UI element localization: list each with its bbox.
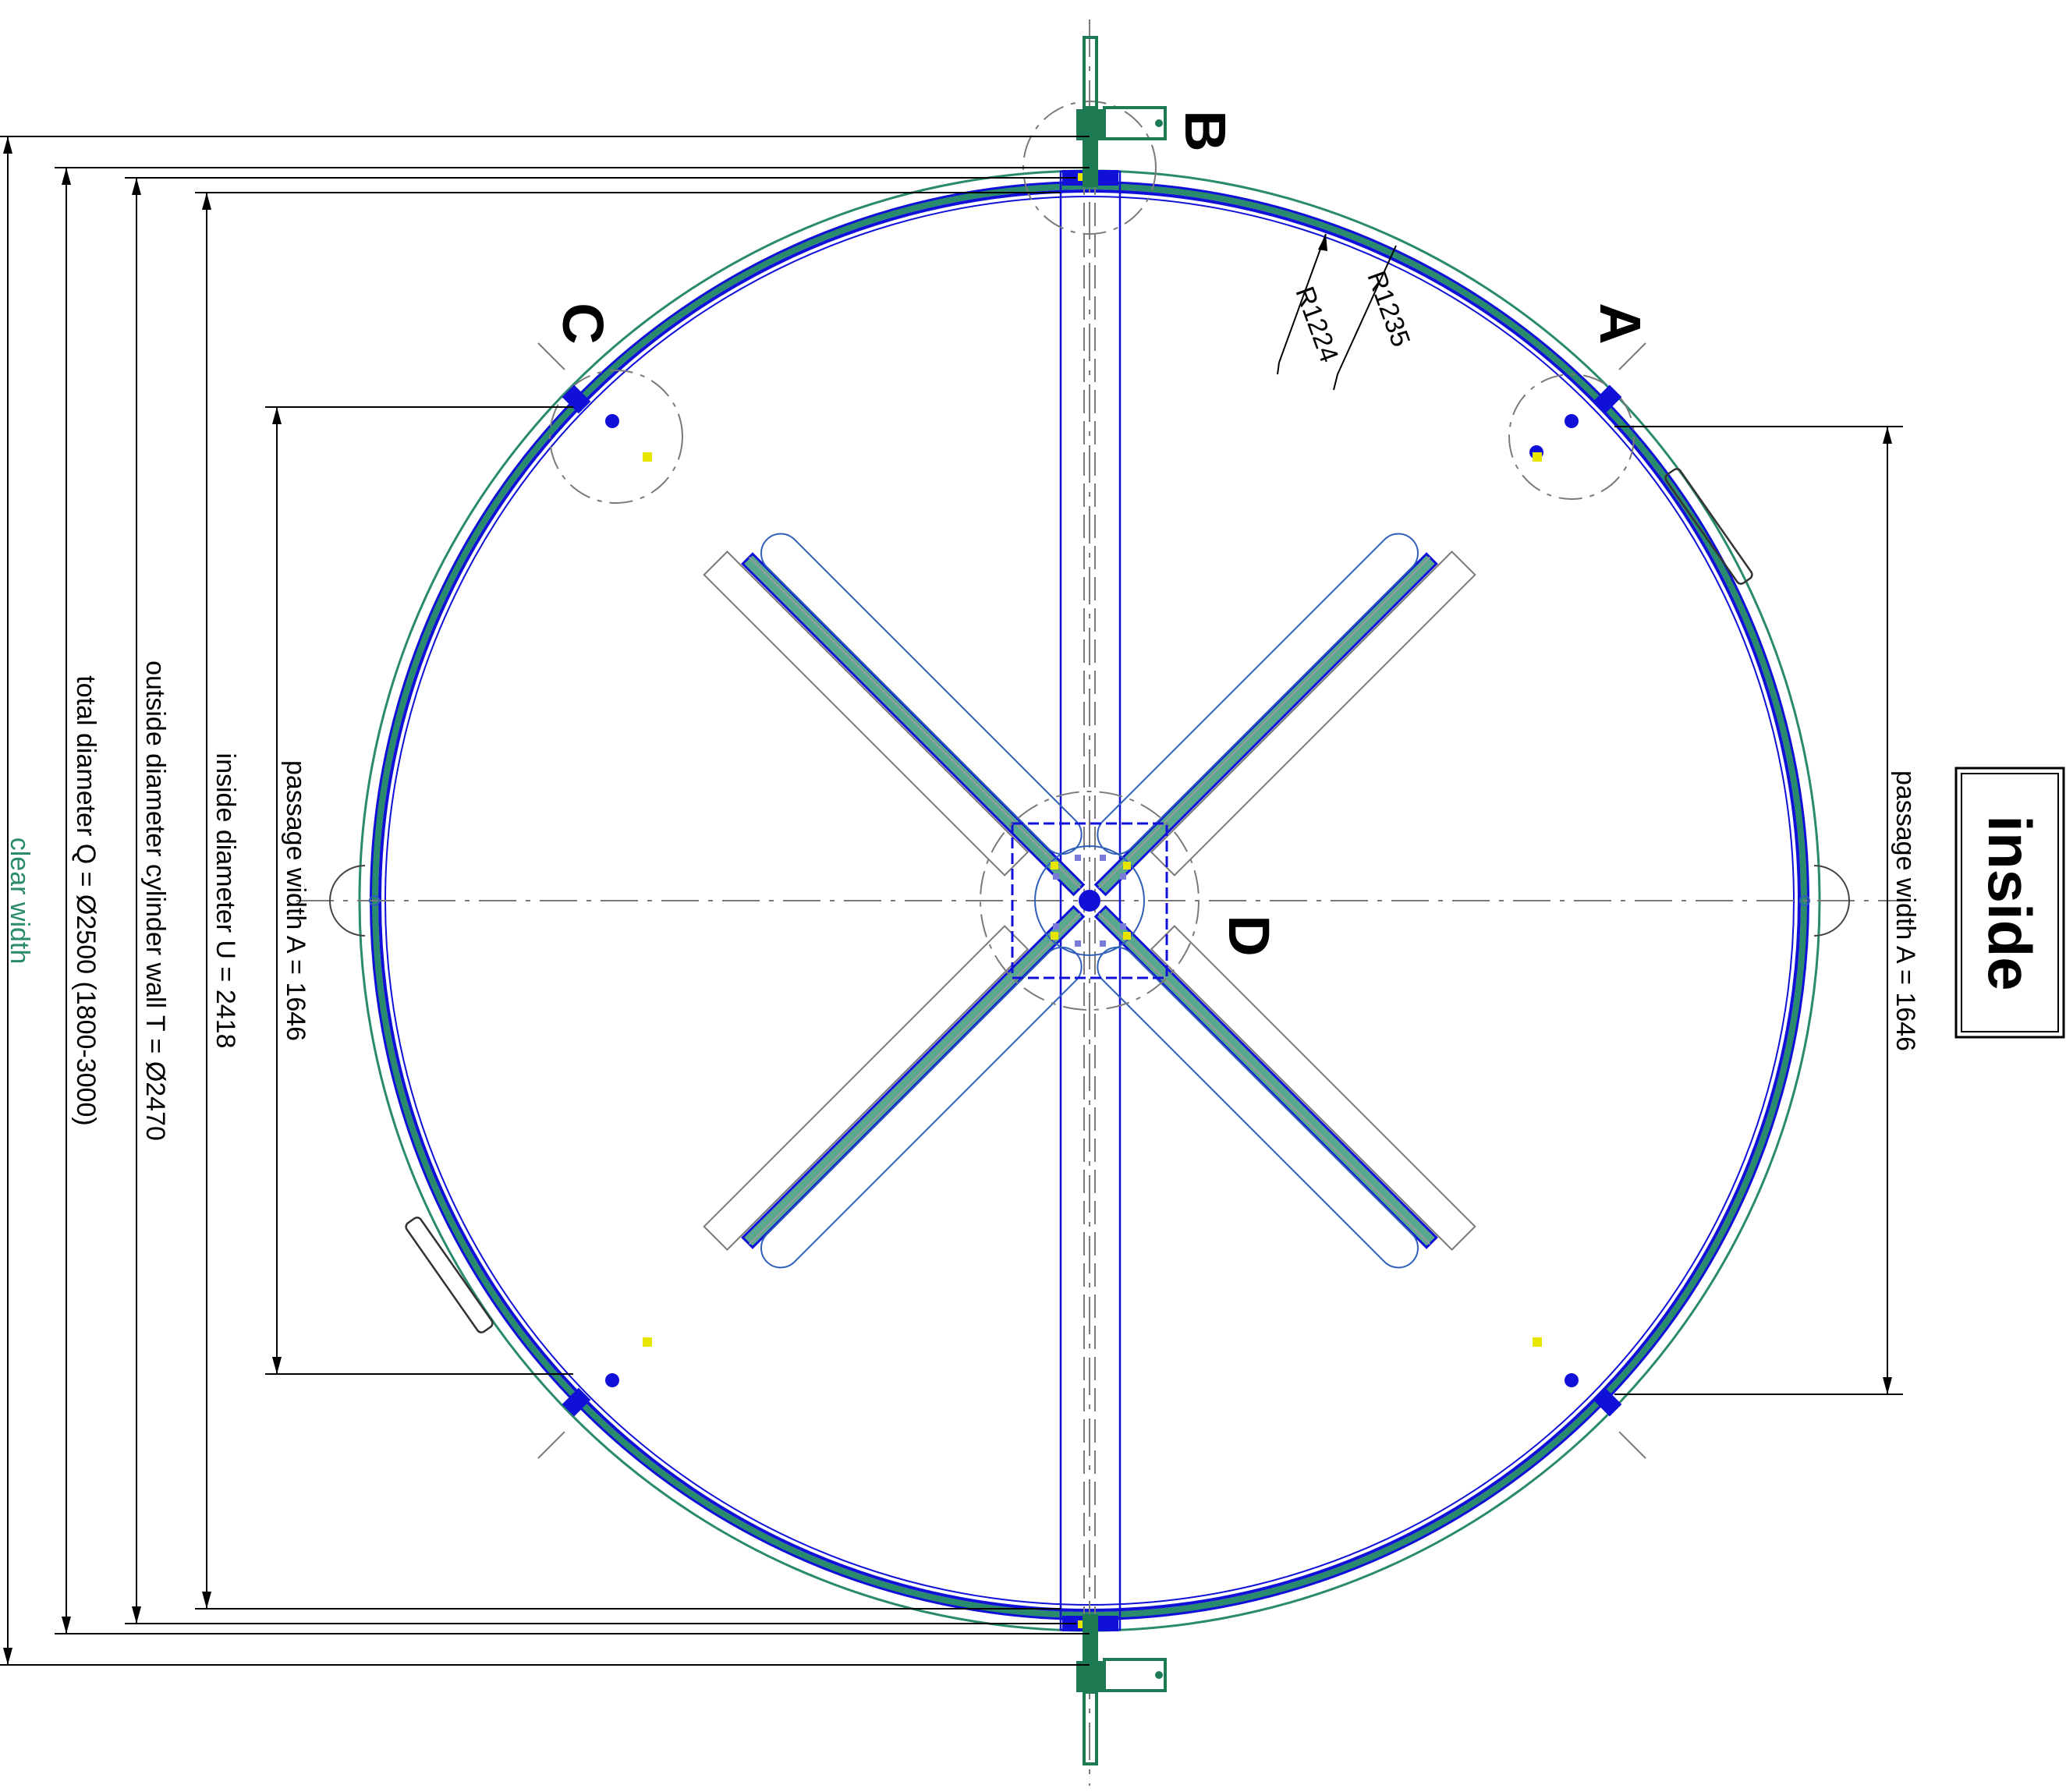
bottom-post-bracket bbox=[1103, 1658, 1167, 1692]
detail-label-a: A bbox=[1588, 303, 1653, 344]
inside-box-outer bbox=[1954, 767, 2065, 1039]
joint-top-yellow bbox=[1078, 173, 1086, 181]
door-wings bbox=[703, 533, 1476, 1269]
wing-se-sweep-outline bbox=[1097, 946, 1419, 1269]
inside-label: inside bbox=[1976, 815, 2044, 990]
wing-nw-glass bbox=[741, 552, 1086, 897]
bottom-post-upper bbox=[1083, 1614, 1098, 1661]
right-center-point bbox=[1799, 895, 1810, 906]
dimension-arrows bbox=[3, 136, 1892, 1665]
detail-circle-c bbox=[549, 370, 683, 504]
radius-r1235-label: R1235 bbox=[1361, 267, 1416, 351]
wing-sw-sweep-outline bbox=[760, 946, 1083, 1269]
left-center-point bbox=[369, 895, 380, 906]
wing-nw bbox=[703, 533, 1086, 897]
top-post-shaft bbox=[1083, 36, 1098, 109]
clear-width-label: clear width bbox=[5, 838, 34, 965]
bottom-post-shaft bbox=[1083, 1691, 1098, 1765]
top-post-lower bbox=[1083, 140, 1098, 187]
detail-label-b: B bbox=[1173, 110, 1238, 151]
joint-bl bbox=[562, 1387, 591, 1417]
wall-handles bbox=[405, 468, 1753, 1333]
r1224-tail bbox=[1277, 362, 1280, 375]
detail-label-c: C bbox=[551, 303, 615, 344]
wing-nw-grey-line bbox=[749, 556, 1081, 889]
handle-upper-right bbox=[1664, 468, 1753, 585]
center-hub bbox=[980, 791, 1200, 1011]
hub-yellow-marks bbox=[1051, 862, 1131, 940]
radius-leaders bbox=[1277, 233, 1397, 391]
hub-circle-inner bbox=[1034, 845, 1145, 956]
wing-se-grey-line bbox=[1098, 912, 1430, 1245]
right-bump bbox=[1813, 865, 1850, 937]
wing-ne-glass bbox=[1093, 552, 1438, 897]
bottom-post-pin bbox=[1155, 1671, 1163, 1679]
top-post-pin bbox=[1155, 119, 1163, 127]
radius-r1224-label: R1224 bbox=[1289, 283, 1344, 367]
passage-width-right-label: passage width A = 1646 bbox=[1891, 770, 1920, 1051]
total-diameter-label: total diameter Q = Ø2500 (1800-3000) bbox=[71, 675, 101, 1125]
wing-se-glass bbox=[1093, 905, 1438, 1249]
hub-circle-outer bbox=[980, 791, 1200, 1011]
wing-sw-glass bbox=[741, 905, 1086, 1249]
top-post-block bbox=[1076, 109, 1104, 140]
wing-ne-grey-line bbox=[1098, 556, 1430, 889]
r1235-tail bbox=[1333, 374, 1338, 391]
detail-label-d: D bbox=[1217, 915, 1281, 956]
top-post-bracket bbox=[1103, 106, 1167, 140]
diagonal-center-line-se bbox=[1614, 1426, 1646, 1459]
r1224-arrow bbox=[1318, 234, 1327, 251]
wing-ne bbox=[1093, 533, 1476, 897]
left-bump bbox=[329, 865, 366, 937]
wing-ne-panel-outline bbox=[1150, 550, 1476, 877]
detail-circle-a bbox=[1508, 374, 1635, 500]
outside-diameter-label: outside diameter cylinder wall T = Ø2470 bbox=[140, 660, 170, 1141]
side-fittings bbox=[329, 865, 1850, 937]
wing-se-panel-outline bbox=[1150, 925, 1476, 1252]
r1224-leader bbox=[1278, 233, 1327, 363]
top-post bbox=[1076, 36, 1167, 187]
wing-yellow-marks bbox=[643, 452, 1542, 1347]
wing-nw-sweep-outline bbox=[760, 533, 1083, 855]
wing-nw-panel-outline bbox=[703, 550, 1029, 877]
hub-circle-core bbox=[1079, 890, 1100, 912]
wing-se bbox=[1093, 905, 1476, 1269]
wing-sw bbox=[703, 905, 1086, 1269]
wing-sw-panel-outline bbox=[703, 925, 1029, 1252]
hub-square bbox=[1011, 822, 1168, 979]
wing-ne-sweep-outline bbox=[1097, 533, 1419, 855]
inside-diameter-label: inside diameter U = 2418 bbox=[211, 753, 240, 1049]
dimension-lines-left bbox=[0, 136, 1903, 1666]
hub-bolts bbox=[1053, 855, 1126, 947]
diagonal-center-line-sw bbox=[537, 1426, 570, 1459]
handle-lower-left bbox=[405, 1217, 494, 1333]
joint-c bbox=[562, 384, 591, 414]
joint-a bbox=[1593, 384, 1622, 414]
r1235-leader bbox=[1337, 245, 1397, 375]
bottom-post bbox=[1076, 1614, 1167, 1765]
bottom-post-block bbox=[1076, 1661, 1104, 1692]
passage-width-left-label: passage width A = 1646 bbox=[281, 760, 310, 1041]
inside-label-box: inside bbox=[1954, 767, 2065, 1039]
wing-sw-grey-line bbox=[749, 912, 1081, 1245]
joint-bottom-yellow bbox=[1078, 1620, 1086, 1628]
inside-box-inner bbox=[1961, 773, 2059, 1032]
diagonal-center-line-ne bbox=[1614, 342, 1646, 375]
joint-br bbox=[1593, 1387, 1622, 1417]
diagonal-center-line-nw bbox=[537, 342, 570, 375]
